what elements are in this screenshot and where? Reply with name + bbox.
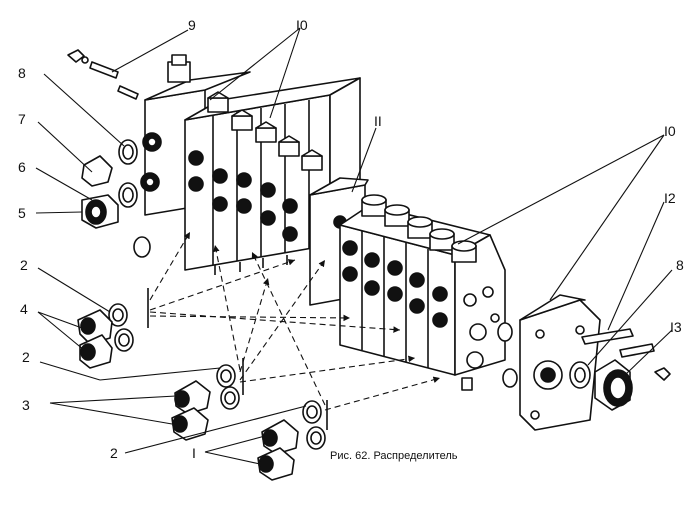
callout-13: I3 — [670, 319, 682, 335]
callout-2-top: 2 — [20, 257, 28, 273]
callout-4: 4 — [20, 301, 28, 317]
left-valve-block — [140, 54, 361, 275]
callout-12: I2 — [664, 190, 676, 206]
callout-7: 7 — [18, 111, 26, 127]
lower-fittings — [77, 288, 328, 481]
callout-6: 6 — [18, 159, 26, 175]
callout-3: 3 — [22, 397, 30, 413]
end-cover — [497, 294, 601, 431]
left-fittings — [67, 49, 151, 258]
callout-1: I — [192, 445, 196, 461]
callout-5: 5 — [18, 205, 26, 221]
callout-2-middle: 2 — [22, 349, 30, 365]
figure-caption: Рис. 62. Распределитель — [330, 450, 458, 462]
callout-2-bottom: 2 — [110, 445, 118, 461]
callout-10-top: I0 — [296, 17, 308, 33]
right-valve-block — [339, 194, 506, 391]
callouts: 9 8 7 6 5 I0 II I0 I2 8 I3 2 4 2 3 2 I — [18, 17, 684, 461]
right-fittings — [569, 328, 671, 411]
callout-8-left: 8 — [18, 65, 26, 81]
callout-11: II — [374, 113, 382, 129]
assembly-lines — [149, 231, 441, 411]
leader-lines — [35, 27, 673, 465]
callout-9: 9 — [188, 17, 196, 33]
callout-8-right: 8 — [676, 257, 684, 273]
callout-10-right: I0 — [664, 123, 676, 139]
